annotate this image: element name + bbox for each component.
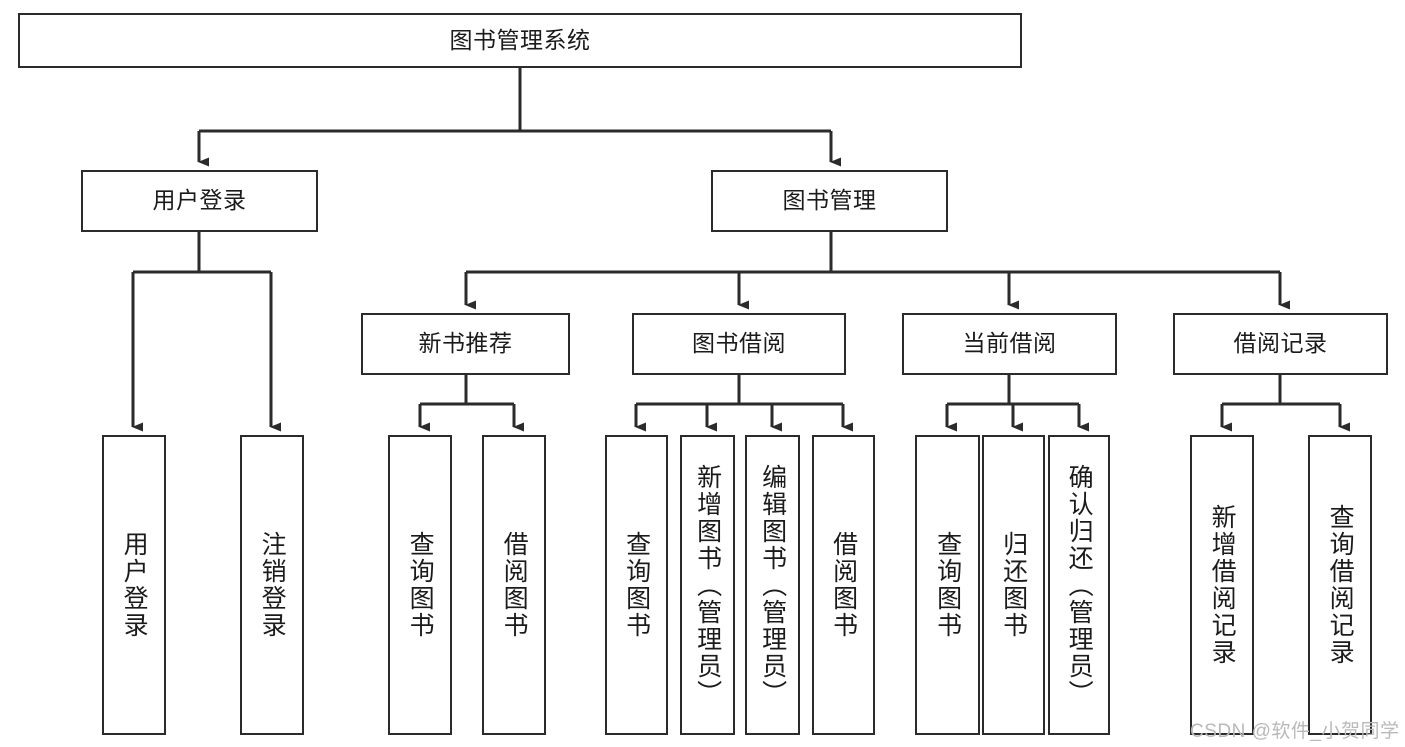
node-borrow-record[interactable]: 借阅记录 bbox=[1173, 313, 1388, 375]
leaf-return-book[interactable]: 归还图书 bbox=[982, 435, 1045, 735]
node-user-login[interactable]: 用户登录 bbox=[81, 170, 318, 232]
node-label: 图书管理 bbox=[782, 187, 877, 214]
node-label: 归还图书 bbox=[999, 531, 1028, 639]
leaf-add-book-admin[interactable]: 新增图书（管理员） bbox=[680, 435, 735, 735]
leaf-confirm-return-admin[interactable]: 确认归还（管理员） bbox=[1048, 435, 1110, 735]
node-book-borrow[interactable]: 图书借阅 bbox=[632, 313, 846, 375]
node-label: 当前借阅 bbox=[962, 330, 1057, 357]
node-label: 借阅记录 bbox=[1233, 330, 1328, 357]
leaf-query-book-current[interactable]: 查询图书 bbox=[915, 435, 980, 735]
leaf-query-borrow-record[interactable]: 查询借阅记录 bbox=[1308, 435, 1372, 735]
node-label: 借阅图书 bbox=[500, 531, 529, 639]
leaf-query-book-borrow[interactable]: 查询图书 bbox=[605, 435, 668, 735]
node-label: 用户登录 bbox=[120, 531, 149, 639]
node-label: 用户登录 bbox=[152, 187, 247, 214]
node-label: 查询图书 bbox=[406, 531, 435, 639]
node-label: 编辑图书（管理员） bbox=[758, 463, 787, 707]
leaf-borrow-book[interactable]: 借阅图书 bbox=[812, 435, 875, 735]
node-label: 新书推荐 bbox=[418, 330, 513, 357]
node-root-system[interactable]: 图书管理系统 bbox=[18, 13, 1022, 68]
node-label: 注销登录 bbox=[258, 531, 287, 639]
node-label: 查询借阅记录 bbox=[1326, 504, 1355, 666]
node-label: 查询图书 bbox=[933, 531, 962, 639]
node-label: 新增借阅记录 bbox=[1208, 504, 1237, 666]
csdn-watermark: CSDN @软件_小贺同学 bbox=[1190, 721, 1400, 742]
node-label: 图书借阅 bbox=[692, 330, 786, 357]
leaf-borrow-book-recommend[interactable]: 借阅图书 bbox=[482, 435, 546, 735]
node-label: 借阅图书 bbox=[829, 531, 858, 639]
leaf-query-book-recommend[interactable]: 查询图书 bbox=[388, 435, 452, 735]
leaf-user-login[interactable]: 用户登录 bbox=[102, 435, 166, 735]
node-label: 确认归还（管理员） bbox=[1065, 463, 1094, 707]
node-current-borrow[interactable]: 当前借阅 bbox=[902, 313, 1117, 375]
node-new-book-recommend[interactable]: 新书推荐 bbox=[361, 313, 570, 375]
node-label: 图书管理系统 bbox=[449, 26, 591, 53]
leaf-add-borrow-record[interactable]: 新增借阅记录 bbox=[1190, 435, 1254, 735]
node-label: 查询图书 bbox=[622, 531, 651, 639]
leaf-edit-book-admin[interactable]: 编辑图书（管理员） bbox=[745, 435, 800, 735]
leaf-logout[interactable]: 注销登录 bbox=[240, 435, 304, 735]
node-book-management[interactable]: 图书管理 bbox=[711, 170, 948, 232]
node-label: 新增图书（管理员） bbox=[693, 463, 722, 707]
